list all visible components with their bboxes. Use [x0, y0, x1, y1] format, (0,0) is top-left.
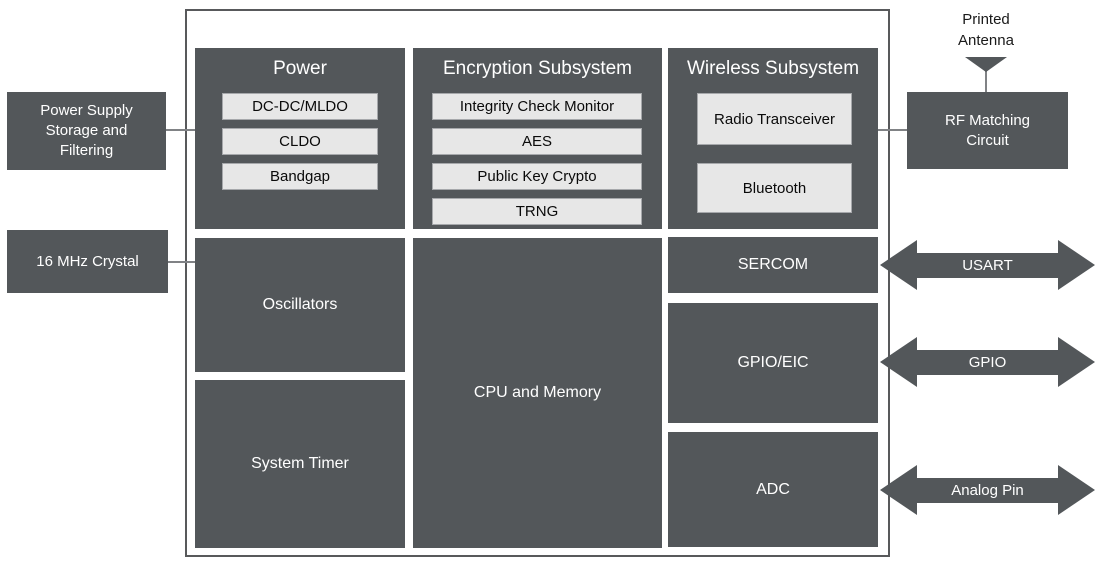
arrow-left-head-icon: [880, 337, 917, 387]
arrow-left-head-icon: [880, 465, 917, 515]
gpio-arrow-label: GPIO: [917, 349, 1058, 375]
connector-rf: [878, 129, 907, 131]
connector-crystal: [168, 261, 195, 263]
antenna-feed-line: [985, 60, 987, 93]
subblock-integrity-check-monitor: Integrity Check Monitor: [432, 93, 642, 120]
subblock-public-key-crypto: Public Key Crypto: [432, 163, 642, 190]
encryption-group-title: Encryption Subsystem: [442, 58, 633, 79]
sercom-block: SERCOM: [668, 237, 878, 293]
gpio-arrow: GPIO: [880, 337, 1095, 387]
subblock-bandgap: Bandgap: [222, 163, 378, 190]
gpio-eic-block: GPIO/EIC: [668, 303, 878, 423]
usart-arrow-label: USART: [917, 252, 1058, 278]
wireless-group-title: Wireless Subsystem: [686, 58, 860, 79]
cpu-memory-block: CPU and Memory: [413, 238, 662, 548]
connector-power-supply: [166, 129, 195, 131]
antenna-icon: [965, 57, 1007, 72]
arrow-left-head-icon: [880, 240, 917, 290]
power-supply-block: Power Supply Storage and Filtering: [7, 92, 166, 170]
arrow-right-head-icon: [1058, 240, 1095, 290]
subblock-aes: AES: [432, 128, 642, 155]
arrow-right-head-icon: [1058, 337, 1095, 387]
usart-arrow: USART: [880, 240, 1095, 290]
analog-pin-arrow-label: Analog Pin: [917, 477, 1058, 503]
encryption-group: Encryption Subsystem Integrity Check Mon…: [413, 48, 662, 229]
arrow-right-head-icon: [1058, 465, 1095, 515]
subblock-bluetooth: Bluetooth: [697, 163, 852, 213]
wireless-group: Wireless Subsystem Radio Transceiver Blu…: [668, 48, 878, 229]
adc-block: ADC: [668, 432, 878, 547]
subblock-dcdc-mldo: DC-DC/MLDO: [222, 93, 378, 120]
subblock-cldo: CLDO: [222, 128, 378, 155]
power-group-title: Power: [273, 58, 327, 79]
rf-matching-block: RF Matching Circuit: [907, 92, 1068, 169]
printed-antenna-label: Printed Antenna: [958, 11, 1014, 49]
subblock-trng: TRNG: [432, 198, 642, 225]
system-timer-block: System Timer: [195, 380, 405, 548]
oscillators-block: Oscillators: [195, 238, 405, 372]
analog-pin-arrow: Analog Pin: [880, 465, 1095, 515]
subblock-radio-transceiver: Radio Transceiver: [697, 93, 852, 145]
crystal-block: 16 MHz Crystal: [7, 230, 168, 293]
power-group: Power DC-DC/MLDO CLDO Bandgap: [195, 48, 405, 229]
